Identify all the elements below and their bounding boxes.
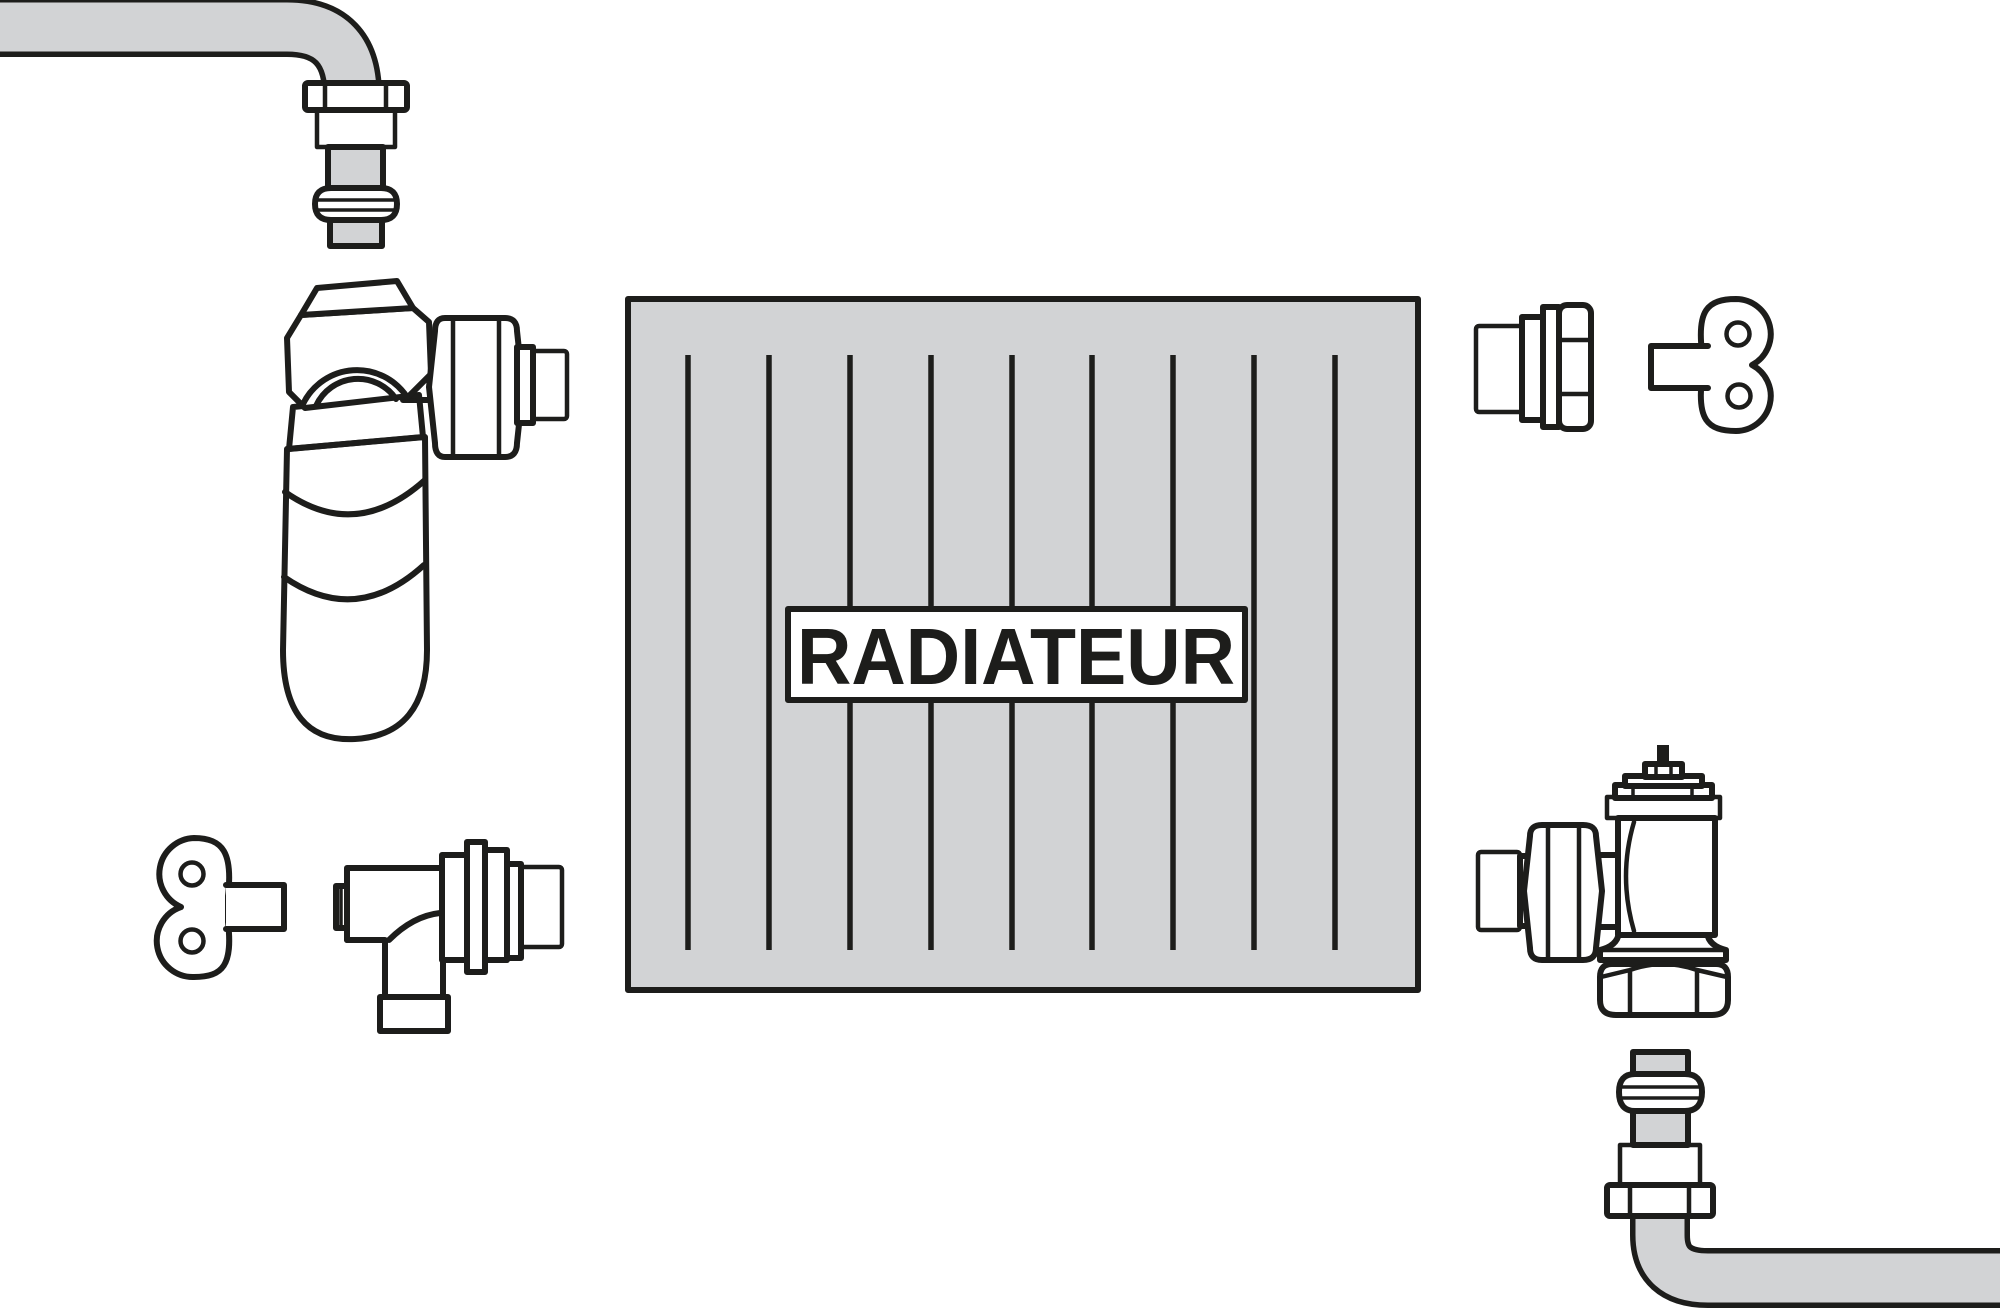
bleed-plug [1473, 302, 1594, 432]
radiator-label-box [785, 606, 1248, 703]
supply-fitting-nut-facets [322, 82, 389, 111]
bleed-key [1648, 296, 1774, 434]
lockshield-hex-facets [1598, 961, 1730, 1016]
drain-valve-thread [518, 864, 565, 950]
lockshield-union-facets [1545, 825, 1582, 960]
drain-valve-elbow-curve [386, 910, 443, 943]
drain-valve [333, 839, 565, 1034]
trv-top-nut-face [298, 278, 416, 318]
return-fitting-olive [1616, 1071, 1705, 1114]
drain-key-stem [223, 882, 287, 932]
lockshield-skirt [1597, 930, 1729, 963]
trv-union-ring [514, 344, 536, 426]
lockshield-body-contour [1623, 819, 1637, 934]
thermostatic-valve [280, 278, 570, 743]
return-fitting-olive-lines [1618, 1085, 1702, 1100]
supply-fitting [302, 80, 410, 249]
drain-key-hole-top [178, 860, 206, 888]
lockshield-spindle-box-lines [1654, 763, 1673, 778]
trv-head-contour-2 [281, 562, 427, 603]
return-fitting-tube [1630, 1108, 1691, 1148]
return-fitting-nut-facets [1627, 1184, 1692, 1217]
trv-dome-arc-2 [313, 375, 399, 409]
return-pipe [1630, 1200, 2000, 1308]
return-fitting-tail [1630, 1049, 1691, 1077]
supply-fitting-olive-lines [314, 198, 398, 212]
trv-union-facets [450, 318, 502, 457]
drain-valve-flange-2 [482, 847, 510, 963]
trv-head-contour-1 [282, 477, 428, 518]
bleed-key-hole-top [1724, 320, 1752, 348]
bleed-plug-collar [1519, 314, 1546, 423]
supply-fitting-olive [312, 185, 400, 223]
return-fitting-nut [1604, 1182, 1716, 1219]
drain-valve-spout-collar [377, 994, 451, 1034]
return-fitting [1604, 1049, 1716, 1219]
drain-key [153, 835, 287, 981]
trv-union-nut [426, 315, 526, 460]
supply-fitting-tail [327, 217, 385, 249]
lockshield-spindle-stem [1657, 745, 1669, 765]
bleed-plug-hex-head [1556, 302, 1594, 432]
radiator-body: RADIATEUR [625, 296, 1421, 993]
bleed-key-hole-bottom [1725, 382, 1753, 410]
lockshield-spindle-box [1642, 761, 1685, 780]
lockshield-valve [1475, 745, 1731, 1018]
bleed-plug-hex-facets [1558, 337, 1592, 397]
trv-dome-arc-1 [300, 367, 410, 407]
drain-key-hole-bottom [178, 927, 206, 955]
trv-male-thread [530, 348, 570, 422]
radiator-label: RADIATEUR [797, 612, 1235, 701]
lockshield-union-nut [1521, 822, 1605, 963]
bleed-key-stem [1648, 343, 1711, 391]
drain-valve-flange-1 [439, 852, 470, 963]
supply-fitting-nut [302, 80, 410, 113]
supply-fitting-tube [325, 144, 386, 192]
